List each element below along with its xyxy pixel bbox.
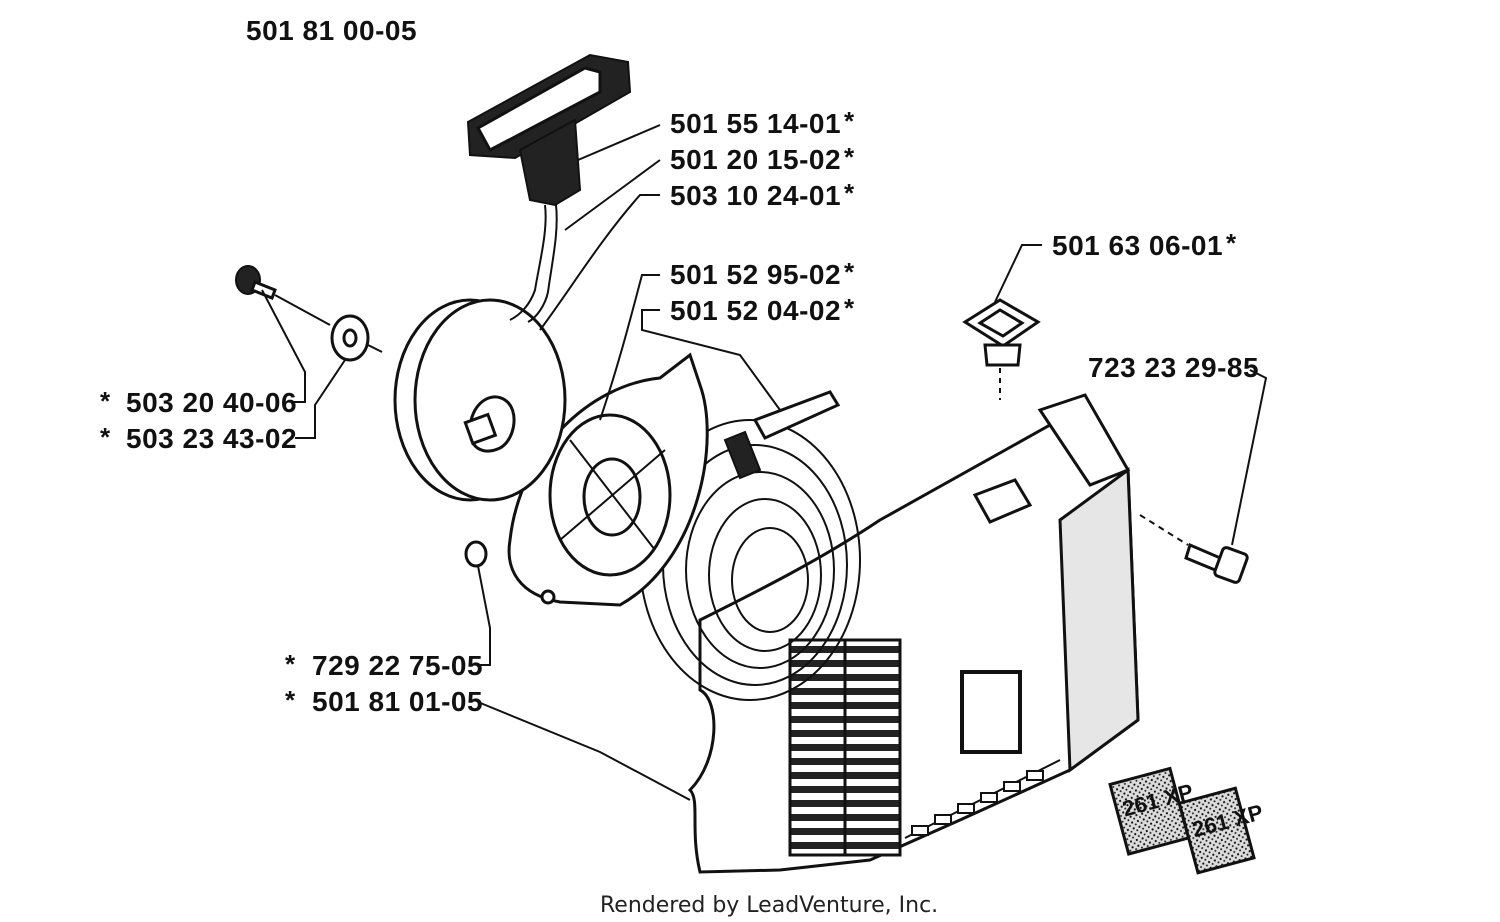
leader-lines <box>261 124 1268 801</box>
label-small-screw-star: * <box>285 649 296 679</box>
label-starter-cover-star: * <box>285 685 296 715</box>
footer-credit: Rendered by LeadVenture, Inc. <box>600 893 938 918</box>
label-rope: 503 10 24-01 <box>670 180 841 211</box>
starter-handle <box>466 53 632 207</box>
label-small-screw: 729 22 75-05 <box>312 650 483 681</box>
rope-pulley <box>393 298 567 502</box>
starter-cover <box>687 393 1140 874</box>
small-screw <box>464 540 488 568</box>
label-starter-cover: 501 81 01-05 <box>312 686 483 717</box>
label-rope-lock-star: * <box>844 142 855 172</box>
label-rope-lock: 501 20 15-02 <box>670 144 841 175</box>
assembly-number: 501 81 00-05 <box>246 15 417 46</box>
label-handle-star: * <box>844 106 855 136</box>
label-spring-star: * <box>844 293 855 323</box>
center-screw <box>235 265 277 300</box>
screw-right <box>1139 514 1249 584</box>
label-center-screw-star: * <box>100 386 111 416</box>
part-labels: 501 81 00-05 501 55 14-01 * 501 20 15-02… <box>100 15 1259 717</box>
label-center-screw: 503 20 40-06 <box>126 387 297 418</box>
label-bushing-star: * <box>1226 228 1237 258</box>
label-spring-cassette-star: * <box>844 257 855 287</box>
spring-cassette <box>507 352 709 607</box>
label-washer: 503 23 43-02 <box>126 423 297 454</box>
label-washer-star: * <box>100 422 111 452</box>
decal-front: 261 XP <box>1108 766 1196 856</box>
label-spring: 501 52 04-02 <box>670 295 841 326</box>
washer <box>330 314 370 362</box>
bushing <box>962 298 1041 400</box>
label-rope-star: * <box>844 178 855 208</box>
label-spring-cassette: 501 52 95-02 <box>670 259 841 290</box>
starter-rope <box>509 204 558 323</box>
label-handle: 501 55 14-01 <box>670 108 841 139</box>
label-bushing: 501 63 06-01 <box>1052 230 1223 261</box>
label-screw-right: 723 23 29-85 <box>1088 352 1259 383</box>
